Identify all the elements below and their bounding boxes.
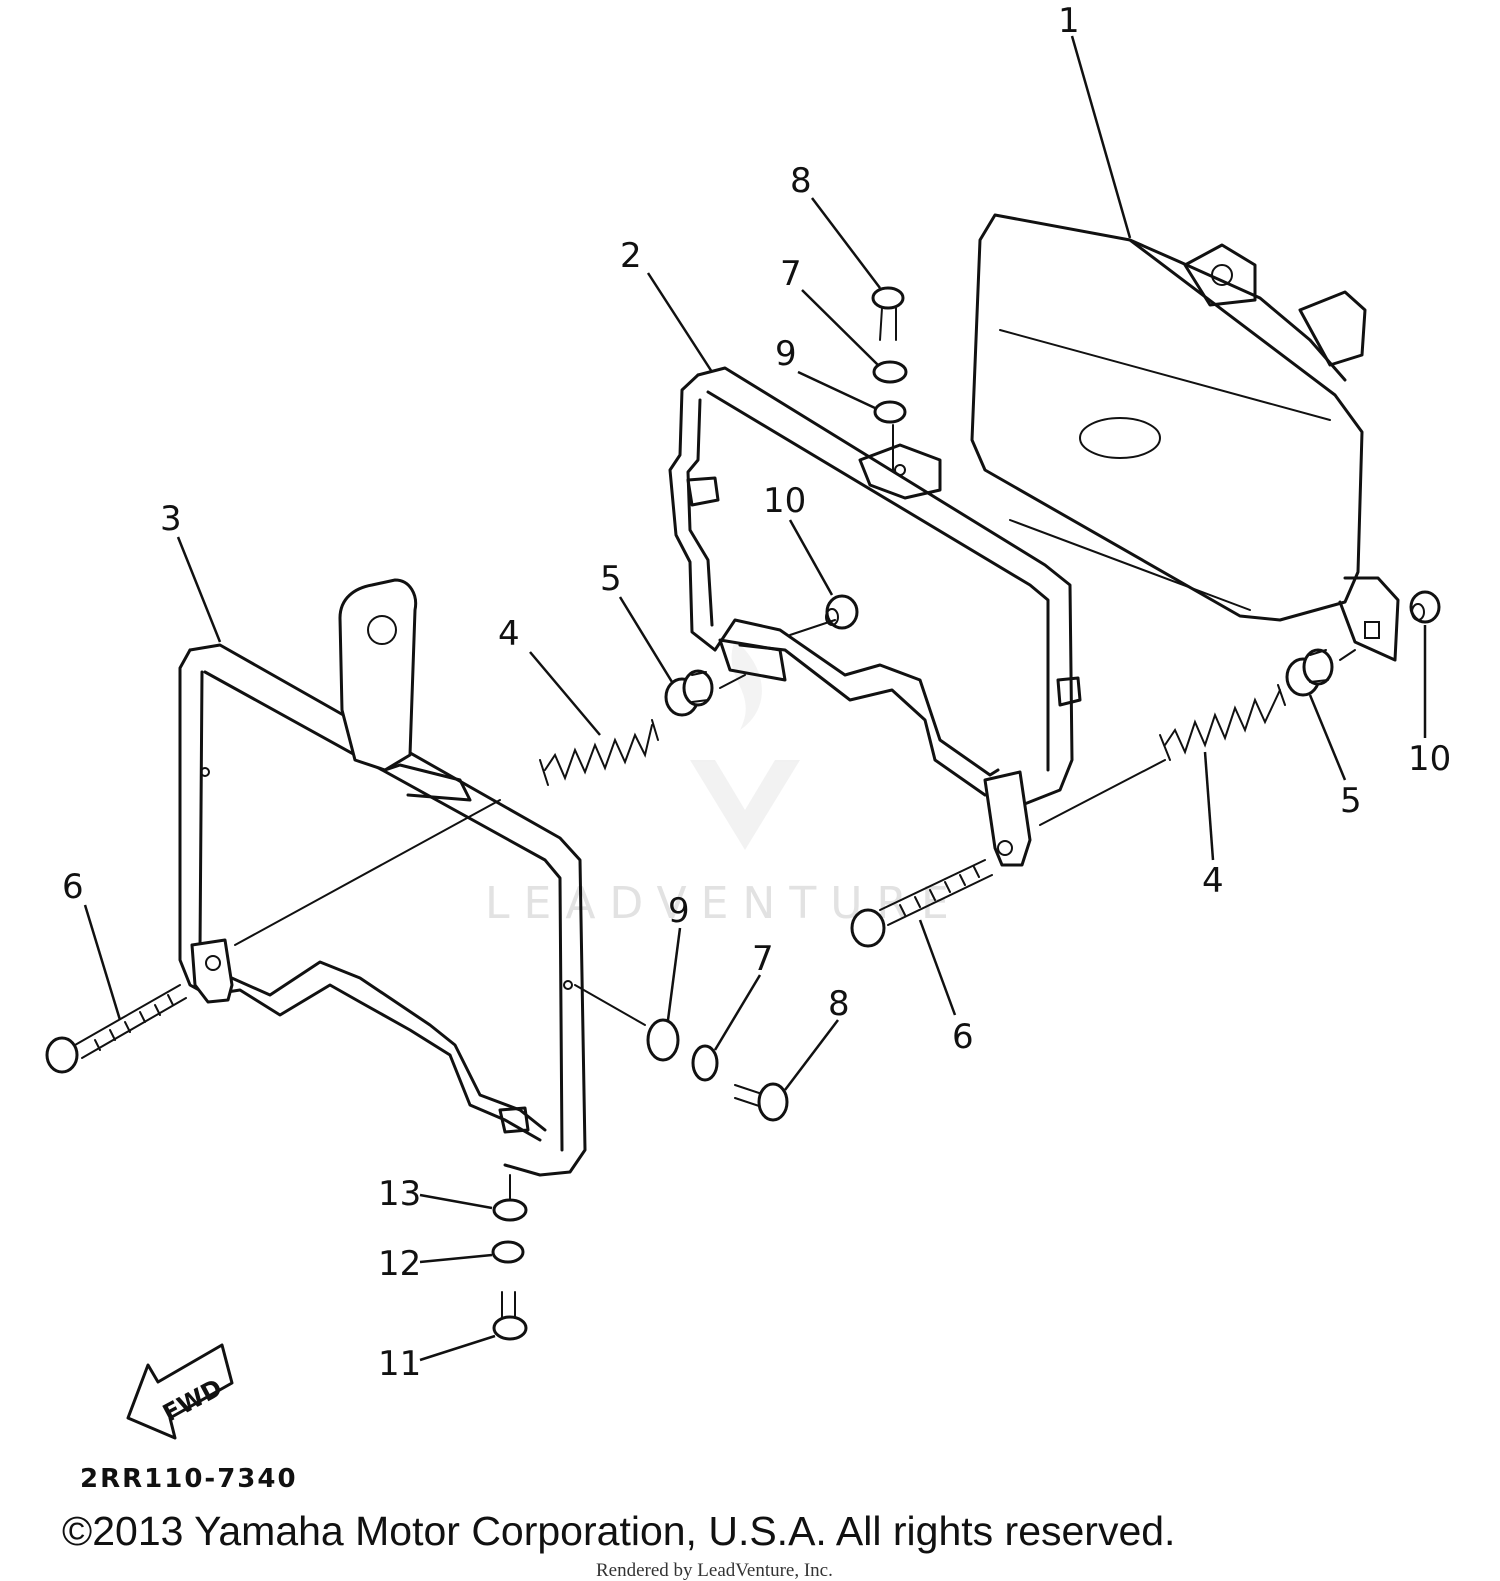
assembly-line-3: [1039, 759, 1166, 826]
callout-6a: 6: [62, 867, 84, 907]
callout-10b: 10: [1408, 739, 1451, 779]
adjust-nut-left: [664, 669, 714, 717]
assembly-line-1: [234, 799, 501, 946]
callout-12: 12: [378, 1244, 421, 1284]
callout-7a: 7: [780, 254, 802, 294]
bushing-right: [1409, 590, 1441, 624]
callout-5a: 5: [600, 559, 622, 599]
rendered-by-notice: Rendered by LeadVenture, Inc.: [596, 1560, 833, 1581]
copyright-notice: ©2013 Yamaha Motor Corporation, U.S.A. A…: [62, 1508, 1175, 1554]
diagram-code: 2RR110-7340: [80, 1464, 298, 1494]
screw-bottom: [492, 1291, 528, 1341]
callout-8a: 8: [790, 161, 812, 201]
callout-11: 11: [378, 1344, 421, 1384]
inner-frame: [668, 366, 1082, 867]
bushing-left: [825, 594, 859, 630]
callout-3: 3: [160, 499, 182, 539]
assembly-line-5: [789, 619, 836, 636]
screw-top: [871, 286, 905, 341]
outer-frame: [178, 578, 587, 1177]
callout-10a: 10: [763, 481, 806, 521]
leader-lines: [83, 35, 1427, 1362]
callout-6b: 6: [952, 1017, 974, 1057]
adjust-screw-right: [850, 859, 993, 948]
callout-8b: 8: [828, 984, 850, 1024]
watermark-text: LEADVENTURE: [485, 878, 963, 929]
callout-1: 1: [1058, 1, 1080, 41]
callout-9b: 9: [668, 891, 690, 931]
spring-right: [1159, 684, 1286, 761]
callout-5b: 5: [1340, 781, 1362, 821]
washer-side: [646, 1018, 680, 1062]
assembly-line-4: [1339, 649, 1356, 661]
screw-side: [734, 1082, 789, 1122]
washer-top: [873, 400, 907, 424]
callout-9a: 9: [775, 334, 797, 374]
fwd-arrow-icon: FWD: [126, 1343, 234, 1440]
callout-4a: 4: [498, 614, 520, 654]
headlight-unit: [970, 213, 1400, 662]
watermark-logo: [690, 640, 800, 850]
callout-2: 2: [620, 236, 642, 276]
spring-left: [539, 719, 659, 786]
callout-13: 13: [378, 1174, 421, 1214]
washer-bottom: [491, 1240, 525, 1264]
lock-washer-side: [691, 1044, 719, 1082]
collar-bottom: [492, 1198, 528, 1222]
callout-7b: 7: [752, 939, 774, 979]
adjust-nut-right: [1285, 648, 1334, 697]
lock-washer-top: [872, 360, 908, 384]
adjust-screw-left: [45, 984, 187, 1074]
assembly-line-6: [719, 674, 746, 689]
assembly-line-2: [574, 984, 646, 1026]
callout-4b: 4: [1202, 861, 1224, 901]
